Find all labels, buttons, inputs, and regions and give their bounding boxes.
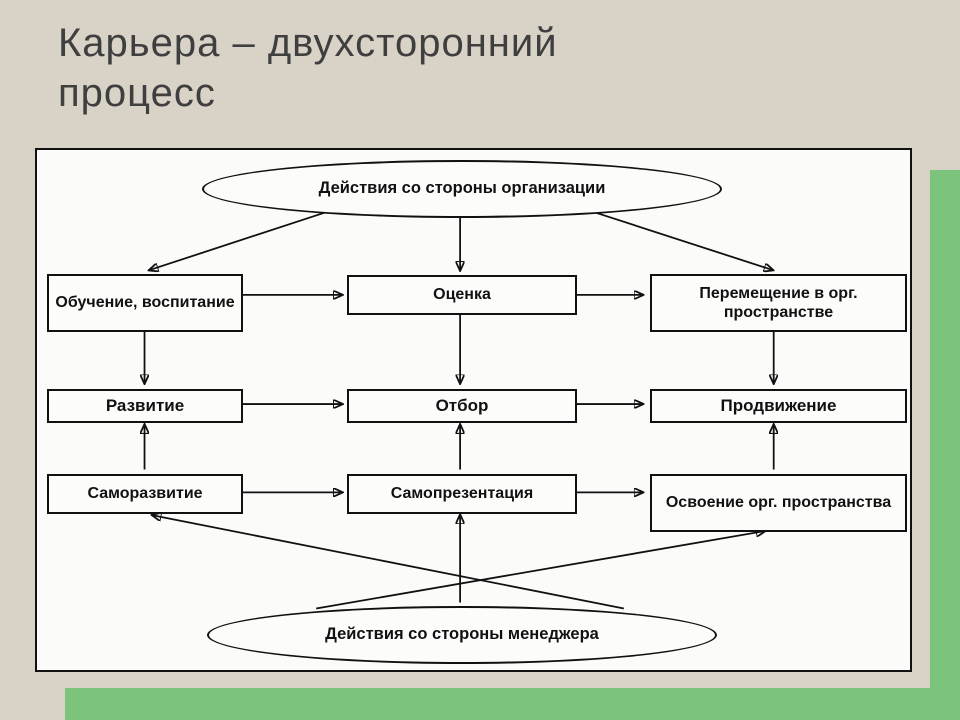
arrow-org-to-movement	[585, 208, 773, 271]
node-development: Развитие	[47, 389, 243, 423]
diagram-arrows	[37, 208, 910, 610]
node-self-presentation-label: Самопрезентация	[390, 485, 534, 503]
node-self-development: Саморазвитие	[47, 474, 243, 514]
node-selection-label: Отбор	[435, 395, 489, 415]
node-manager-actions-label: Действия со стороны менеджера	[325, 625, 599, 644]
node-mastering-org-space-label: Освоение орг. пространства	[665, 494, 892, 512]
node-development-label: Развитие	[105, 395, 185, 415]
node-assessment-label: Оценка	[433, 286, 491, 304]
career-process-diagram: Действия со стороны организации Обучение…	[35, 148, 912, 672]
node-self-development-label: Саморазвитие	[87, 485, 203, 503]
node-promotion-label: Продвижение	[720, 395, 837, 415]
arrow-org-to-training	[149, 208, 335, 271]
node-training-label: Обучение, воспитание	[55, 294, 235, 312]
node-mastering-org-space: Освоение орг. пространства	[650, 474, 907, 532]
node-promotion: Продвижение	[650, 389, 907, 423]
arrow-manager-to-mastering	[316, 531, 765, 610]
node-training: Обучение, воспитание	[47, 274, 243, 332]
node-assessment: Оценка	[347, 275, 577, 315]
node-movement: Перемещение в орг. пространстве	[650, 274, 907, 332]
node-selection: Отбор	[347, 389, 577, 423]
node-manager-actions: Действия со стороны менеджера	[207, 606, 717, 664]
node-organization-actions: Действия со стороны организации	[202, 160, 722, 218]
node-organization-actions-label: Действия со стороны организации	[318, 179, 606, 198]
slide-title: Карьера – двухсторонний процесс	[58, 21, 558, 115]
node-self-presentation: Самопрезентация	[347, 474, 577, 514]
node-movement-label: Перемещение в орг. пространстве	[699, 284, 858, 321]
arrow-manager-to-selfdev	[152, 515, 625, 610]
